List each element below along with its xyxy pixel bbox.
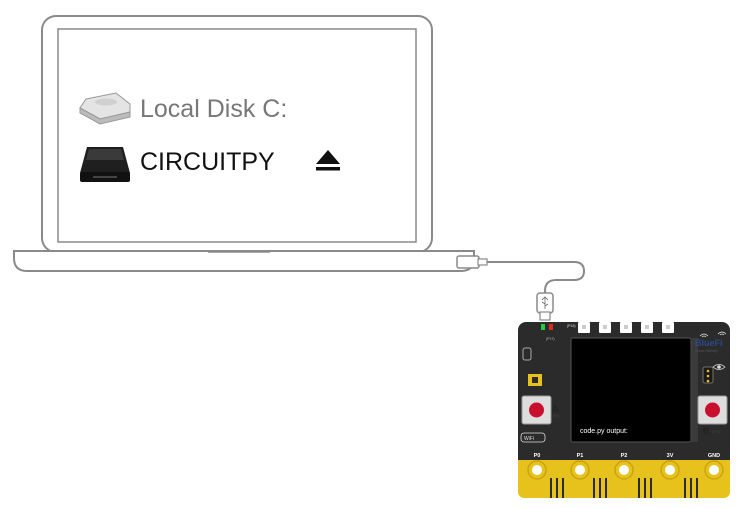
usb-plug-board — [536, 292, 554, 321]
wifi-badge — [520, 432, 546, 443]
eject-icon[interactable] — [316, 150, 340, 171]
usb-plug-laptop — [456, 255, 488, 269]
board-subtitle: (from HiiBot) — [695, 348, 718, 353]
pin-label-p2: P2 — [620, 453, 628, 459]
board-display — [570, 337, 692, 443]
button-a — [521, 395, 552, 425]
red-led — [549, 324, 553, 330]
board-screen-text: code.py output: — [580, 428, 628, 435]
bluetooth-icon — [717, 331, 727, 336]
bluefi-board — [518, 322, 730, 498]
button-b — [697, 395, 728, 425]
local-disk-label[interactable]: Local Disk C: — [140, 95, 288, 123]
pin-label-3v: 3V — [666, 453, 674, 459]
usb-cable — [487, 261, 586, 293]
button-a-label: A — [552, 404, 559, 414]
top-pin-label: (P18) — [567, 324, 576, 328]
pin-label-gnd: GND — [707, 453, 721, 459]
button-b-label: B — [703, 426, 710, 436]
edge-pads — [527, 460, 724, 480]
eye-icon — [712, 364, 726, 370]
circuitpy-drive-label[interactable]: CIRCUITPY — [140, 148, 275, 176]
button-a-pin: (P5) — [553, 414, 560, 418]
drive-icon — [80, 147, 130, 182]
green-led — [541, 324, 545, 330]
board-brand: BlueFi — [695, 338, 723, 348]
edge-fingers — [550, 478, 698, 498]
laptop-lid — [41, 15, 433, 253]
hard-disk-icon — [79, 92, 131, 125]
pin-label-p1: P1 — [576, 453, 584, 459]
button-b-pin: (P11) — [712, 430, 721, 434]
pin-label-p0: P0 — [533, 453, 541, 459]
laptop-screen — [57, 28, 417, 243]
side-pin-label: (P17) — [546, 337, 555, 341]
signal-icon — [699, 333, 709, 338]
laptop-base — [13, 250, 475, 272]
wifi-label: WiFi — [524, 436, 534, 442]
